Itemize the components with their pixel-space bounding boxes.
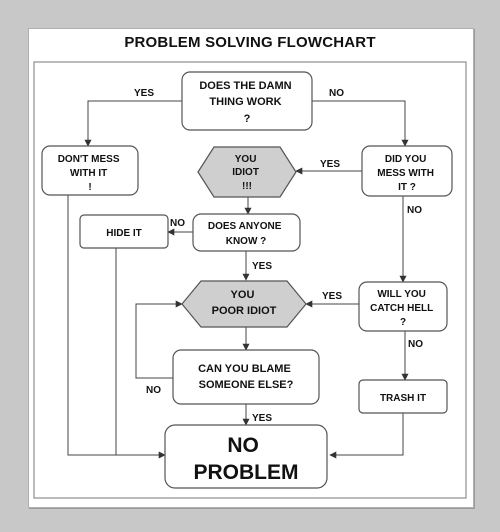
edge-dontmess-to-noproblem [67,195,166,459]
node-dont-mess-text: DON'T MESS WITH IT ! [58,154,123,193]
label-blame-no: NO [146,385,161,396]
node-catch-hell-text: WILL YOU CATCH HELL ? [370,289,436,328]
label-hell-yes: YES [322,291,342,302]
node-blame-someone-text: CAN YOU BLAME SOMEONE ELSE? [198,363,294,391]
label-know-yes: YES [252,261,272,272]
node-hide-it [79,214,169,249]
node-does-it-work-text: DOES THE DAMN THING WORK ? [199,80,294,125]
edge-blame-no [135,300,183,379]
node-does-anyone-know-text: DOES ANYONE KNOW ? [208,221,284,247]
node-hide-it-text: HIDE IT [106,228,142,239]
node-catch-hell [358,281,448,332]
node-you-idiot [197,146,297,198]
node-dont-mess [41,145,139,196]
label-mess-yes: YES [320,159,340,170]
node-did-you-mess [361,145,453,197]
node-you-idiot-text: YOU IDIOT !!! [232,154,261,192]
edge-trash-to-noproblem [329,413,404,459]
label-blame-yes: YES [252,413,272,424]
flowchart-title: PROBLEM SOLVING FLOWCHART [124,34,376,51]
label-mess-no: NO [407,205,422,216]
node-does-anyone-know [192,213,301,252]
label-works-yes: YES [134,88,154,99]
label-hell-no: NO [408,339,423,350]
node-trash-it-text: TRASH IT [380,393,426,404]
node-does-it-work [181,71,313,131]
label-know-no: NO [170,218,185,229]
edge-works-no [312,100,409,147]
node-poor-idiot [181,280,307,328]
node-blame-someone [172,349,320,405]
node-trash-it [358,379,448,414]
diagram-border [33,61,467,499]
node-no-problem-text: NO PROBLEM [194,434,299,484]
label-works-no: NO [329,88,344,99]
node-no-problem [164,424,328,489]
edge-works-yes [84,100,182,147]
node-poor-idiot-text: YOU POOR IDIOT [212,289,277,317]
node-did-you-mess-text: DID YOU MESS WITH IT ? [377,154,436,193]
